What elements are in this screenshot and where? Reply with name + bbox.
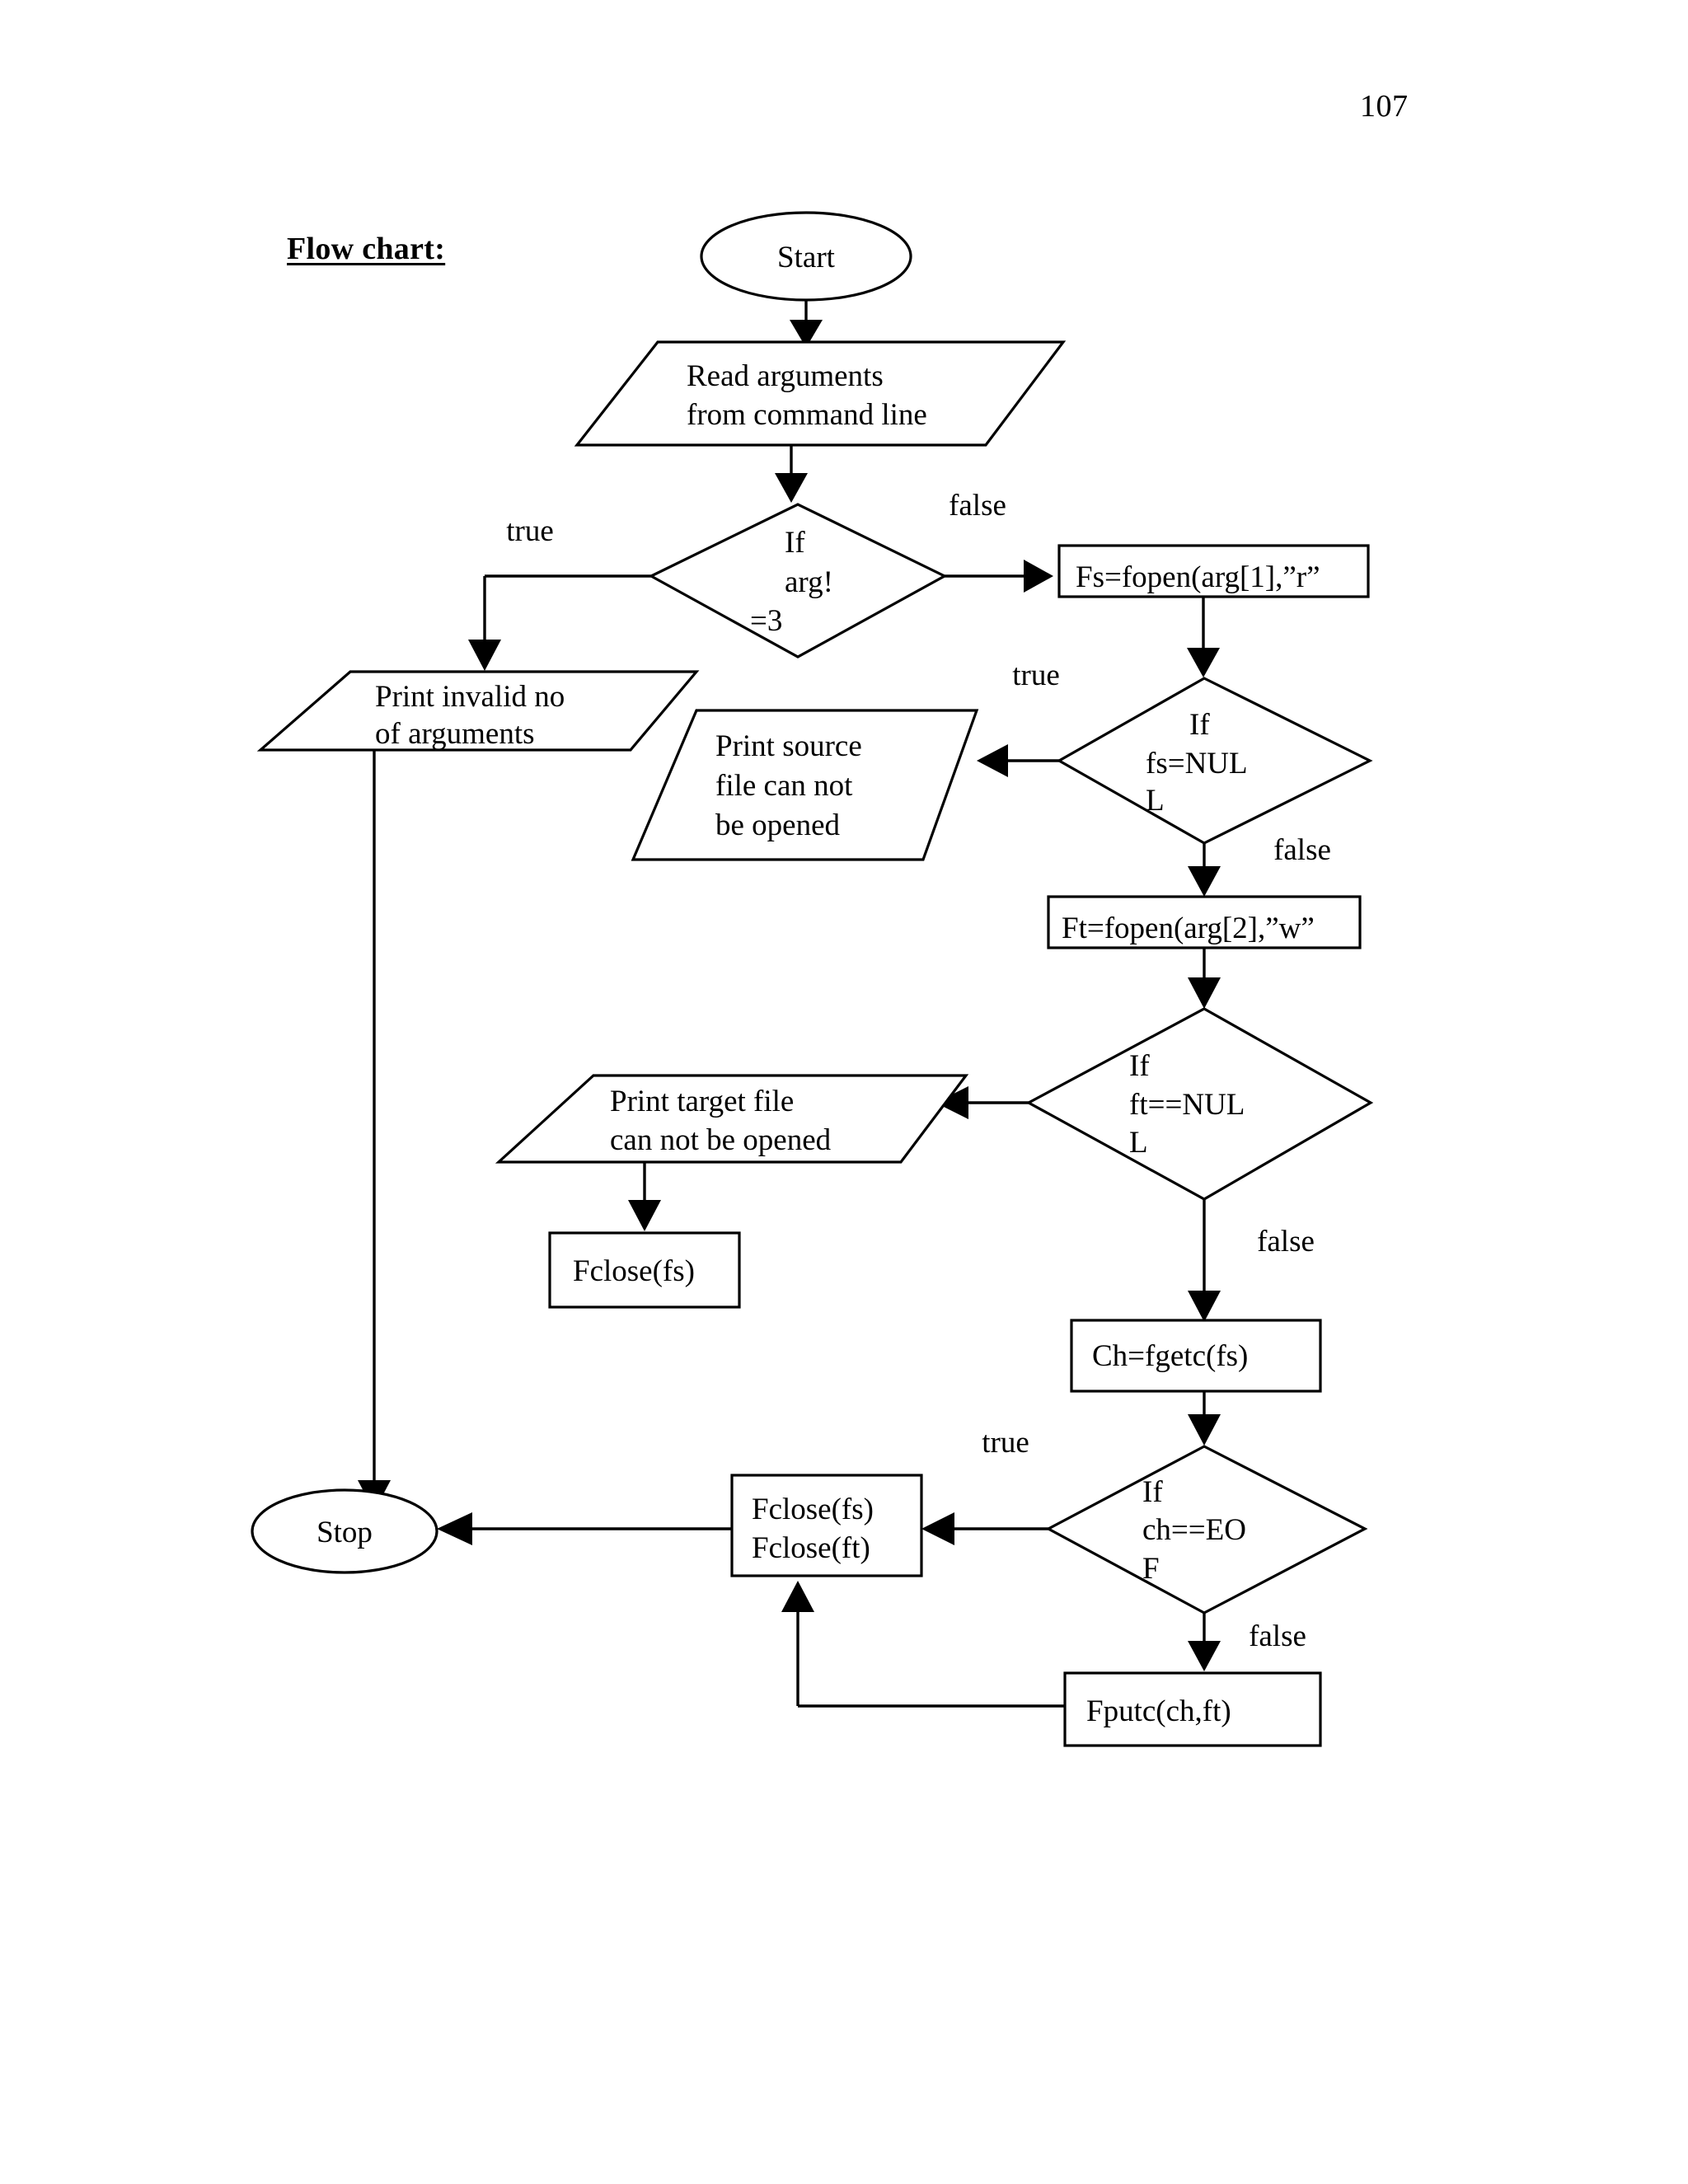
node-fclose-both-line-1: Fclose(fs) <box>752 1493 874 1526</box>
node-fclose-fs-label: Fclose(fs) <box>573 1254 695 1288</box>
node-if-argc-line-3: =3 <box>750 604 782 638</box>
node-print-invalid-args[interactable]: Print invalid no of arguments <box>256 670 700 752</box>
node-read-arguments-line-2: from command line <box>687 398 927 432</box>
edge-fclose-both-to-stop <box>437 1512 732 1545</box>
node-if-eof-line-2: ch==EO <box>1142 1513 1246 1547</box>
node-if-ft-null-line-3: L <box>1129 1126 1148 1160</box>
node-print-source-error-line-2: file can not <box>715 769 853 803</box>
edge-fgetc-to-if-eof <box>1188 1391 1221 1446</box>
node-fclose-both[interactable]: Fclose(fs) Fclose(ft) <box>730 1474 923 1577</box>
edge-label-argc-true: true <box>506 514 554 548</box>
node-if-fs-null-line-1: If <box>1189 708 1210 742</box>
node-print-invalid-args-line-2: of arguments <box>375 717 535 751</box>
node-if-argc-line-2: arg! <box>785 565 833 599</box>
edge-fopen-target-to-if-ft-null <box>1188 948 1221 1009</box>
node-stop[interactable]: Stop <box>251 1488 438 1574</box>
node-fopen-source-label: Fs=fopen(arg[1],”r” <box>1076 560 1320 594</box>
node-fputc-label: Fputc(ch,ft) <box>1086 1694 1231 1728</box>
node-read-arguments-line-1: Read arguments <box>687 359 884 393</box>
edge-read-args-to-if-argc <box>775 445 808 503</box>
edge-if-eof-false <box>1188 1611 1221 1671</box>
page-title: Flow chart: <box>287 232 446 266</box>
edge-if-fs-null-true <box>977 744 1059 777</box>
node-fopen-target[interactable]: Ft=fopen(arg[2],”w” <box>1047 895 1362 949</box>
node-fclose-both-line-2: Fclose(ft) <box>752 1531 870 1565</box>
edge-label-fs-false: false <box>1273 833 1331 867</box>
node-print-invalid-args-line-1: Print invalid no <box>375 680 565 714</box>
node-if-ft-null-line-2: ft==NUL <box>1129 1088 1245 1122</box>
edge-if-fs-null-false <box>1188 842 1221 897</box>
edge-print-invalid-to-stop <box>358 750 391 1511</box>
node-fclose-fs[interactable]: Fclose(fs) <box>548 1231 741 1309</box>
node-if-argc[interactable]: If arg! =3 <box>648 503 948 658</box>
node-stop-label: Stop <box>316 1516 373 1549</box>
node-if-eof-line-1: If <box>1142 1475 1163 1509</box>
node-print-target-error[interactable]: Print target file can not be opened <box>495 1074 969 1164</box>
node-print-source-error[interactable]: Print source file can not be opened <box>631 709 979 861</box>
node-if-fs-null[interactable]: If fs=NUL L <box>1056 677 1373 845</box>
node-if-fs-null-line-2: fs=NUL <box>1146 747 1248 780</box>
node-if-eof[interactable]: If ch==EO F <box>1045 1445 1368 1615</box>
edge-print-tgt-err-to-fclose-fs <box>628 1162 661 1231</box>
edge-if-argc-true <box>468 574 651 671</box>
node-fgetc-label: Ch=fgetc(fs) <box>1092 1339 1248 1373</box>
edge-label-eof-false: false <box>1249 1619 1306 1653</box>
edge-label-argc-false: false <box>949 489 1006 523</box>
edge-label-fs-true: true <box>1012 658 1060 692</box>
node-fgetc[interactable]: Ch=fgetc(fs) <box>1070 1319 1322 1393</box>
node-print-target-error-line-1: Print target file <box>610 1085 794 1118</box>
edge-if-ft-null-true <box>935 1086 1029 1119</box>
node-print-source-error-line-3: be opened <box>715 808 841 842</box>
edge-if-eof-true <box>921 1512 1048 1545</box>
node-start-label: Start <box>777 241 836 274</box>
node-start[interactable]: Start <box>700 211 912 302</box>
node-print-source-error-line-1: Print source <box>715 729 862 763</box>
edge-label-ft-false: false <box>1257 1225 1315 1258</box>
page-number: 107 <box>1360 89 1409 124</box>
node-if-fs-null-line-3: L <box>1146 784 1165 818</box>
node-read-arguments[interactable]: Read arguments from command line <box>574 340 1067 447</box>
edge-fopen-source-to-if-fs-null <box>1187 596 1220 677</box>
node-fopen-target-label: Ft=fopen(arg[2],”w” <box>1062 912 1315 945</box>
edge-if-argc-false <box>945 560 1053 593</box>
node-fputc[interactable]: Fputc(ch,ft) <box>1063 1671 1322 1747</box>
node-if-argc-line-1: If <box>785 526 805 560</box>
node-if-ft-null-line-1: If <box>1129 1049 1150 1083</box>
edge-label-eof-true: true <box>982 1426 1029 1460</box>
node-if-ft-null[interactable]: If ft==NUL L <box>1025 1007 1374 1201</box>
node-print-target-error-line-2: can not be opened <box>610 1123 832 1157</box>
edge-if-ft-null-false <box>1188 1199 1221 1322</box>
edge-fputc-loop-back <box>781 1581 1065 1708</box>
node-if-eof-line-3: F <box>1142 1552 1160 1586</box>
node-fopen-source[interactable]: Fs=fopen(arg[1],”r” <box>1057 544 1370 598</box>
